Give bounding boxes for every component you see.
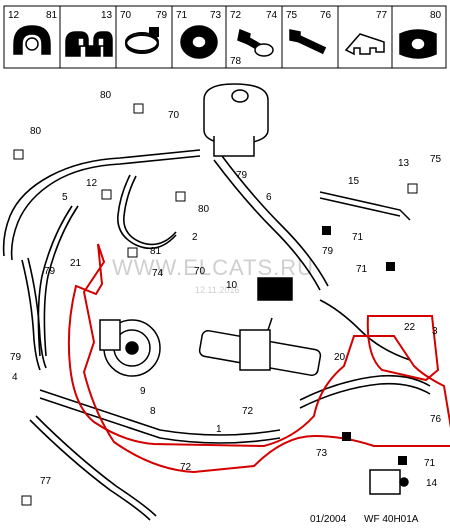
callout[interactable]: 76 — [430, 414, 442, 425]
callout[interactable]: 2 — [192, 232, 198, 243]
strip-label: 13 — [101, 10, 113, 21]
strip-label: 79 — [156, 10, 168, 21]
callout[interactable]: 70 — [194, 266, 206, 277]
callout[interactable]: 22 — [404, 322, 416, 333]
strip-label: 76 — [320, 10, 332, 21]
callout[interactable]: 21 — [70, 258, 82, 269]
callout[interactable]: 80 — [100, 90, 112, 101]
callout[interactable]: 1 — [216, 424, 222, 435]
callout[interactable]: 73 — [316, 448, 328, 459]
marker-squares — [13, 103, 418, 506]
part-cell-8[interactable] — [391, 5, 447, 69]
grommet-icon — [180, 25, 218, 59]
steering-pump — [99, 319, 161, 377]
strip-label: 81 — [46, 10, 58, 21]
bracket-14 — [369, 469, 409, 495]
callout[interactable]: 4 — [12, 372, 18, 383]
rubber-mount-icon — [399, 29, 437, 59]
bracket-clip-icon — [344, 33, 385, 56]
callout[interactable]: 72 — [180, 462, 192, 473]
diagram-ref: WF 40H01A — [364, 514, 419, 525]
strip-label: 77 — [376, 10, 388, 21]
callout[interactable]: 14 — [426, 478, 438, 489]
marker-squares-filled — [322, 226, 407, 465]
strip-label: 70 — [120, 10, 132, 21]
fluid-reservoir — [203, 83, 269, 157]
strip-label: 74 — [266, 10, 278, 21]
strip-label: 73 — [210, 10, 222, 21]
callout[interactable]: 79 — [236, 170, 248, 181]
callout[interactable]: 79 — [44, 266, 56, 277]
callout[interactable]: 77 — [40, 476, 52, 487]
callout[interactable]: 9 — [140, 386, 146, 397]
callout[interactable]: 10 — [226, 280, 238, 291]
callout[interactable]: 5 — [62, 192, 68, 203]
steering-rack — [198, 317, 322, 377]
callout[interactable]: 79 — [322, 246, 334, 257]
callout[interactable]: 8 — [150, 406, 156, 417]
strip-label: 78 — [230, 56, 242, 67]
callout[interactable]: 13 — [398, 158, 410, 169]
callout[interactable]: 71 — [352, 232, 364, 243]
screw-icon — [289, 29, 327, 55]
callout[interactable]: 80 — [30, 126, 42, 137]
strip-label: 75 — [286, 10, 298, 21]
strip-label: 80 — [430, 10, 442, 21]
strip-label: 72 — [230, 10, 242, 21]
watermark-text: WWW.ELCATS.RU — [112, 255, 314, 280]
callout[interactable]: 81 — [150, 246, 162, 257]
strip-label: 12 — [8, 10, 20, 21]
callout[interactable]: 75 — [430, 154, 442, 165]
strip-label: 71 — [176, 10, 188, 21]
highlight-zone — [67, 243, 450, 474]
callout[interactable]: 74 — [152, 268, 164, 279]
p-clip-icon — [13, 25, 51, 55]
callout[interactable]: 3 — [432, 326, 438, 337]
diagram-date: 01/2004 — [310, 514, 347, 525]
bracket-10 — [257, 277, 293, 301]
callout[interactable]: 71 — [424, 458, 436, 469]
callout[interactable]: 80 — [198, 204, 210, 215]
hose-clamp-icon — [125, 27, 159, 54]
bracket-15 — [319, 191, 411, 221]
callout[interactable]: 20 — [334, 352, 346, 363]
hose-lines — [2, 149, 431, 521]
callout[interactable]: 12 — [86, 178, 98, 189]
bolt-washer-icon — [237, 28, 274, 57]
callout[interactable]: 71 — [356, 264, 368, 275]
double-clip-icon — [65, 31, 113, 57]
callout[interactable]: 72 — [242, 406, 254, 417]
callout[interactable]: 70 — [168, 110, 180, 121]
callout[interactable]: 6 — [266, 192, 272, 203]
watermark-date: 12.11.2016 — [195, 285, 239, 295]
callout[interactable]: 15 — [348, 176, 360, 187]
callout[interactable]: 79 — [10, 352, 22, 363]
parts-strip — [3, 5, 447, 69]
